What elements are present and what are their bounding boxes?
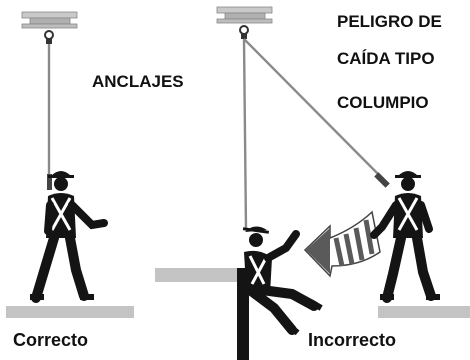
lanyard-vertical: [242, 38, 248, 231]
ground-right: [378, 306, 470, 318]
ground-left: [6, 306, 134, 318]
warning-line-1: PELIGRO DE: [337, 12, 442, 31]
incorrect-caption: Incorrecto: [308, 330, 397, 350]
correct-caption: Correcto: [13, 330, 89, 350]
anchors-label: ANCLAJES: [92, 72, 184, 91]
shock-absorber-left: [47, 174, 52, 190]
swing-arrow: [303, 210, 381, 278]
anchor-beam-left: [21, 11, 78, 29]
anchor-connector-right: [239, 25, 249, 39]
edge-platform: [155, 268, 247, 282]
worker-correct: [30, 171, 108, 303]
worker-incorrect-standing: [370, 171, 440, 303]
anchor-connector-left: [44, 30, 54, 44]
incorrect-scene: [155, 6, 470, 360]
correct-scene: [6, 11, 134, 318]
anchor-beam-right: [216, 6, 273, 24]
warning-line-2: CAÍDA TIPO: [337, 49, 435, 68]
lanyard-diagonal: [243, 38, 385, 181]
shock-absorber-right: [374, 172, 390, 188]
warning-line-3: COLUMPIO: [337, 93, 429, 112]
worker-falling: [242, 226, 323, 336]
